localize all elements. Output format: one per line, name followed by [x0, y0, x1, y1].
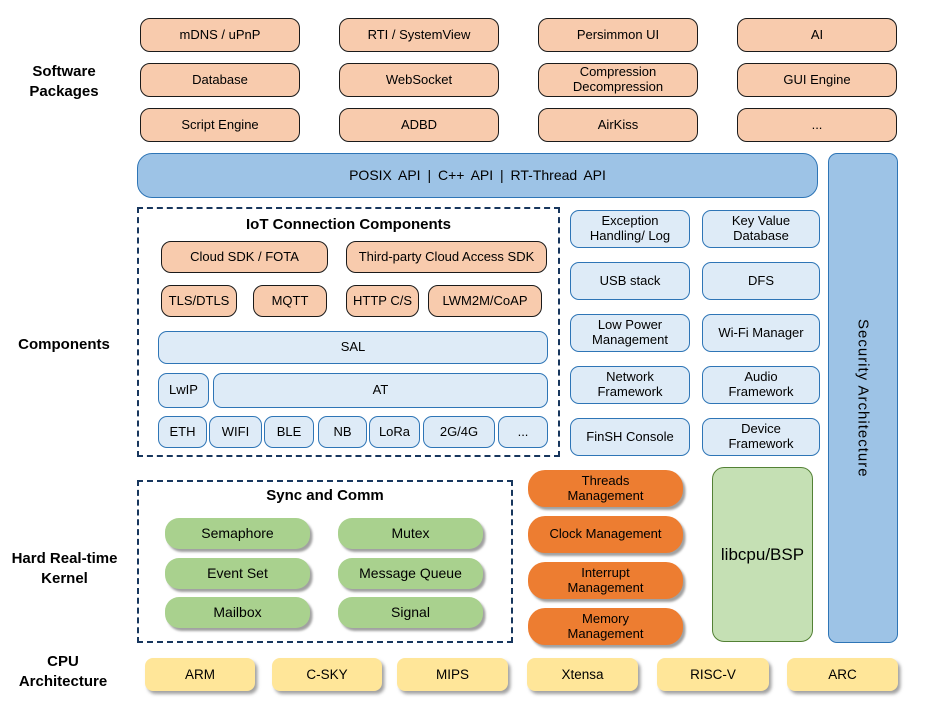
iot-mqtt: MQTT — [253, 285, 327, 317]
comp-network-framework: Network Framework — [570, 366, 690, 404]
iot-third-party-cloud-sdk: Third-party Cloud Access SDK — [346, 241, 547, 273]
kernel-semaphore: Semaphore — [165, 518, 310, 549]
security-architecture-bar: Security Architecture — [828, 153, 898, 643]
iot-connection-frame: IoT Connection Components Cloud SDK / FO… — [137, 207, 560, 457]
security-architecture-label: Security Architecture — [854, 318, 872, 478]
comp-exception-log: Exception Handling/ Log — [570, 210, 690, 248]
label-cpu-architecture: CPU Architecture — [18, 653, 108, 690]
pkg-ai: AI — [737, 18, 897, 52]
cpu-mips: MIPS — [397, 658, 508, 691]
comp-key-value-db: Key Value Database — [702, 210, 820, 248]
iot-sal: SAL — [158, 331, 548, 364]
label-software-packages: Software Packages — [29, 63, 99, 100]
label-components: Components — [18, 336, 110, 353]
iot-wifi: WIFI — [209, 416, 262, 448]
iot-eth: ETH — [158, 416, 207, 448]
kernel-threads-mgmt: Threads Management — [528, 470, 683, 507]
cpu-arm: ARM — [145, 658, 255, 691]
pkg-rti-systemview: RTI / SystemView — [339, 18, 499, 52]
kernel-signal: Signal — [338, 597, 483, 628]
iot-at: AT — [213, 373, 548, 408]
cpu-arc: ARC — [787, 658, 898, 691]
iot-http-cs: HTTP C/S — [346, 285, 419, 317]
comp-wifi-manager: Wi-Fi Manager — [702, 314, 820, 352]
kernel-interrupt-mgmt: Interrupt Management — [528, 562, 683, 599]
comp-finsh-console: FinSH Console — [570, 418, 690, 456]
cpu-risc-v: RISC-V — [657, 658, 769, 691]
comp-low-power: Low Power Management — [570, 314, 690, 352]
pkg-adbd: ADBD — [339, 108, 499, 142]
iot-lwip: LwIP — [158, 373, 209, 408]
pkg-database: Database — [140, 63, 300, 97]
kernel-clock-mgmt: Clock Management — [528, 516, 683, 553]
pkg-persimmon-ui: Persimmon UI — [538, 18, 698, 52]
comp-dfs: DFS — [702, 262, 820, 300]
kernel-memory-mgmt: Memory Management — [528, 608, 683, 645]
cpu-xtensa: Xtensa — [527, 658, 638, 691]
kernel-mutex: Mutex — [338, 518, 483, 549]
components-grid: Exception Handling/ Log Key Value Databa… — [570, 210, 820, 456]
pkg-mdns-upnp: mDNS / uPnP — [140, 18, 300, 52]
pkg-script-engine: Script Engine — [140, 108, 300, 142]
kernel-event-set: Event Set — [165, 558, 310, 589]
iot-ble: BLE — [264, 416, 314, 448]
pkg-websocket: WebSocket — [339, 63, 499, 97]
iot-frame-title: IoT Connection Components — [246, 216, 451, 233]
pkg-airkiss: AirKiss — [538, 108, 698, 142]
comp-usb-stack: USB stack — [570, 262, 690, 300]
comp-audio-framework: Audio Framework — [702, 366, 820, 404]
iot-lwm2m-coap: LWM2M/CoAP — [428, 285, 542, 317]
iot-cloud-sdk-fota: Cloud SDK / FOTA — [161, 241, 328, 273]
iot-more: ... — [498, 416, 548, 448]
iot-tls-dtls: TLS/DTLS — [161, 285, 237, 317]
software-packages-grid: mDNS / uPnP RTI / SystemView Persimmon U… — [140, 18, 897, 142]
api-bar: POSIX API | C++ API | RT-Thread API — [137, 153, 818, 198]
comp-device-framework: Device Framework — [702, 418, 820, 456]
kernel-message-queue: Message Queue — [338, 558, 483, 589]
sync-comm-title: Sync and Comm — [266, 487, 384, 504]
pkg-gui-engine: GUI Engine — [737, 63, 897, 97]
sync-comm-frame: Sync and Comm Semaphore Mutex Event Set … — [137, 480, 513, 643]
label-kernel: Hard Real-time Kernel — [11, 550, 118, 587]
pkg-compression: Compression Decompression — [538, 63, 698, 97]
iot-2g4g: 2G/4G — [423, 416, 495, 448]
cpu-c-sky: C-SKY — [272, 658, 382, 691]
kernel-mailbox: Mailbox — [165, 597, 310, 628]
iot-lora: LoRa — [369, 416, 420, 448]
iot-nb: NB — [318, 416, 367, 448]
pkg-more: ... — [737, 108, 897, 142]
kernel-libcpu-bsp: libcpu/BSP — [712, 467, 813, 642]
